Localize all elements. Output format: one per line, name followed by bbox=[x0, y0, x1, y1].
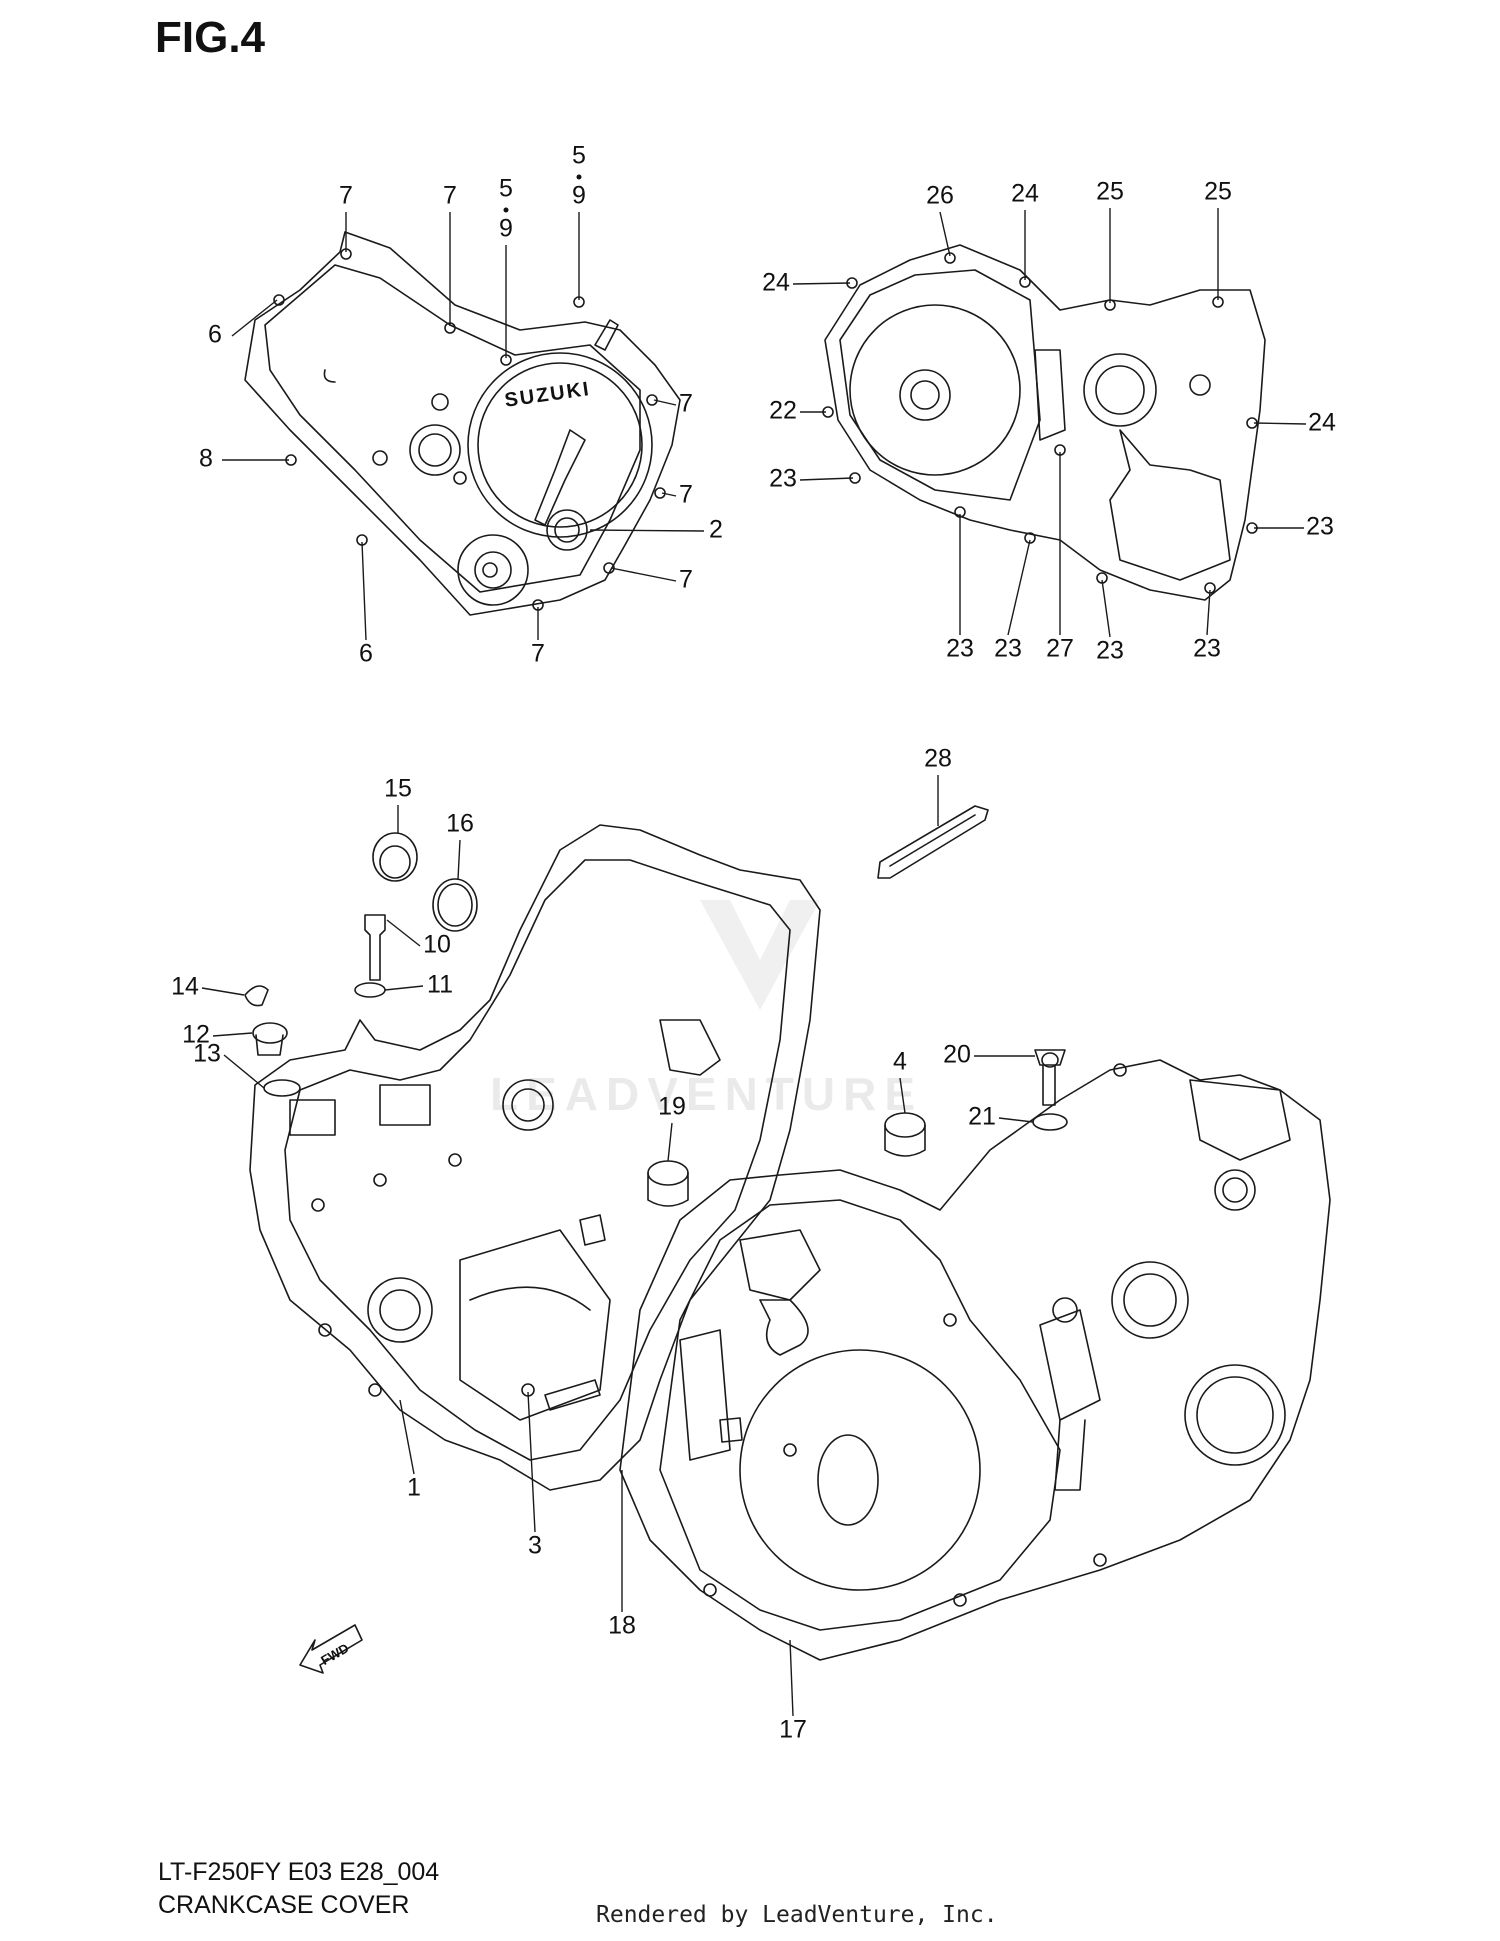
callout-23: 23 bbox=[769, 465, 797, 493]
leader-line-19 bbox=[667, 1122, 673, 1162]
watermark-text: LEADVENTURE bbox=[490, 1068, 923, 1120]
callout-10: 10 bbox=[423, 931, 451, 959]
callout-17: 17 bbox=[779, 1716, 807, 1744]
leader-line-26 bbox=[939, 211, 951, 257]
callout-7: 7 bbox=[679, 390, 693, 418]
leader-line-16 bbox=[457, 839, 461, 880]
callout-5: 5 bbox=[572, 142, 586, 170]
callout-7: 7 bbox=[443, 182, 457, 210]
callout-13: 13 bbox=[193, 1040, 221, 1068]
leader-line-24 bbox=[1253, 422, 1307, 425]
callout-4: 4 bbox=[893, 1048, 907, 1076]
leader-line-23 bbox=[799, 477, 854, 481]
leader-line-14 bbox=[201, 987, 245, 996]
separator-dot bbox=[576, 174, 582, 180]
model-code: LT-F250FY E03 E28_004 bbox=[158, 1858, 439, 1886]
callout-24: 24 bbox=[762, 269, 790, 297]
fwd-arrow-icon: FWD bbox=[299, 1624, 363, 1674]
callout-23: 23 bbox=[946, 635, 974, 663]
crankcase-right-drawing bbox=[619, 1059, 1331, 1661]
callout-11: 11 bbox=[427, 971, 453, 999]
callout-7: 7 bbox=[531, 640, 545, 668]
separator-dot bbox=[503, 207, 509, 213]
callout-2: 2 bbox=[709, 516, 723, 544]
callout-9: 9 bbox=[572, 182, 586, 210]
leader-line-12 bbox=[212, 1032, 253, 1037]
callout-23: 23 bbox=[1096, 637, 1124, 665]
callout-8: 8 bbox=[199, 445, 213, 473]
section-title: CRANKCASE COVER bbox=[158, 1891, 409, 1919]
leader-line-13 bbox=[223, 1054, 265, 1089]
small-parts-drawing bbox=[244, 832, 1068, 1207]
callout-1: 1 bbox=[407, 1474, 421, 1502]
callout-26: 26 bbox=[926, 182, 954, 210]
leader-line-17 bbox=[789, 1639, 794, 1717]
callout-7: 7 bbox=[339, 182, 353, 210]
callout-27: 27 bbox=[1046, 635, 1074, 663]
leader-line-2 bbox=[589, 529, 705, 532]
callout-3: 3 bbox=[528, 1532, 542, 1560]
leader-line-23 bbox=[1101, 579, 1111, 638]
leader-line-10 bbox=[386, 919, 421, 947]
leader-line-6 bbox=[361, 541, 367, 641]
callout-25: 25 bbox=[1096, 178, 1124, 206]
leader-line-11 bbox=[384, 985, 424, 991]
leader-line-7 bbox=[610, 567, 677, 582]
leader-line-23 bbox=[1206, 589, 1211, 636]
leader-line-23 bbox=[1007, 539, 1031, 636]
leader-line-24 bbox=[792, 282, 851, 285]
callout-19: 19 bbox=[658, 1093, 686, 1121]
callout-5: 5 bbox=[499, 175, 513, 203]
magneto-cover-drawing bbox=[822, 244, 1266, 601]
leader-line-6 bbox=[231, 299, 278, 337]
callout-12: 12 bbox=[182, 1021, 210, 1049]
clutch-cover-drawing: SUZUKI bbox=[244, 231, 681, 616]
gasket-28-drawing bbox=[877, 805, 989, 879]
callout-25: 25 bbox=[1204, 178, 1232, 206]
callout-leaders bbox=[201, 208, 1307, 1717]
callout-23: 23 bbox=[994, 635, 1022, 663]
leader-line-7 bbox=[653, 399, 677, 406]
callout-7: 7 bbox=[679, 481, 693, 509]
callout-28: 28 bbox=[924, 745, 952, 773]
leader-line-4 bbox=[899, 1077, 906, 1114]
leader-line-21 bbox=[998, 1117, 1034, 1123]
callout-18: 18 bbox=[608, 1612, 636, 1640]
callout-9: 9 bbox=[499, 215, 513, 243]
callout-14: 14 bbox=[171, 973, 199, 1001]
callout-21: 21 bbox=[968, 1103, 996, 1131]
callout-6: 6 bbox=[359, 640, 373, 668]
callout-24: 24 bbox=[1308, 409, 1336, 437]
leader-line-3 bbox=[527, 1391, 536, 1533]
callout-23: 23 bbox=[1193, 635, 1221, 663]
leadventure-watermark: LEADVENTURE bbox=[490, 900, 923, 1120]
callout-7: 7 bbox=[679, 566, 693, 594]
leader-line-7 bbox=[661, 492, 677, 497]
callout-23: 23 bbox=[1306, 513, 1334, 541]
callout-20: 20 bbox=[943, 1041, 971, 1069]
fwd-label: FWD bbox=[318, 1640, 351, 1668]
suzuki-brand-text: SUZUKI bbox=[503, 378, 592, 412]
leader-line-1 bbox=[399, 1399, 415, 1475]
callout-24: 24 bbox=[1011, 180, 1039, 208]
callout-15: 15 bbox=[384, 775, 412, 803]
callout-16: 16 bbox=[446, 810, 474, 838]
callout-6: 6 bbox=[208, 321, 222, 349]
crankcase-left-drawing bbox=[249, 824, 821, 1491]
render-credit: Rendered by LeadVenture, Inc. bbox=[596, 1902, 998, 1928]
figure-title: FIG.4 bbox=[155, 13, 266, 62]
callout-22: 22 bbox=[769, 397, 797, 425]
